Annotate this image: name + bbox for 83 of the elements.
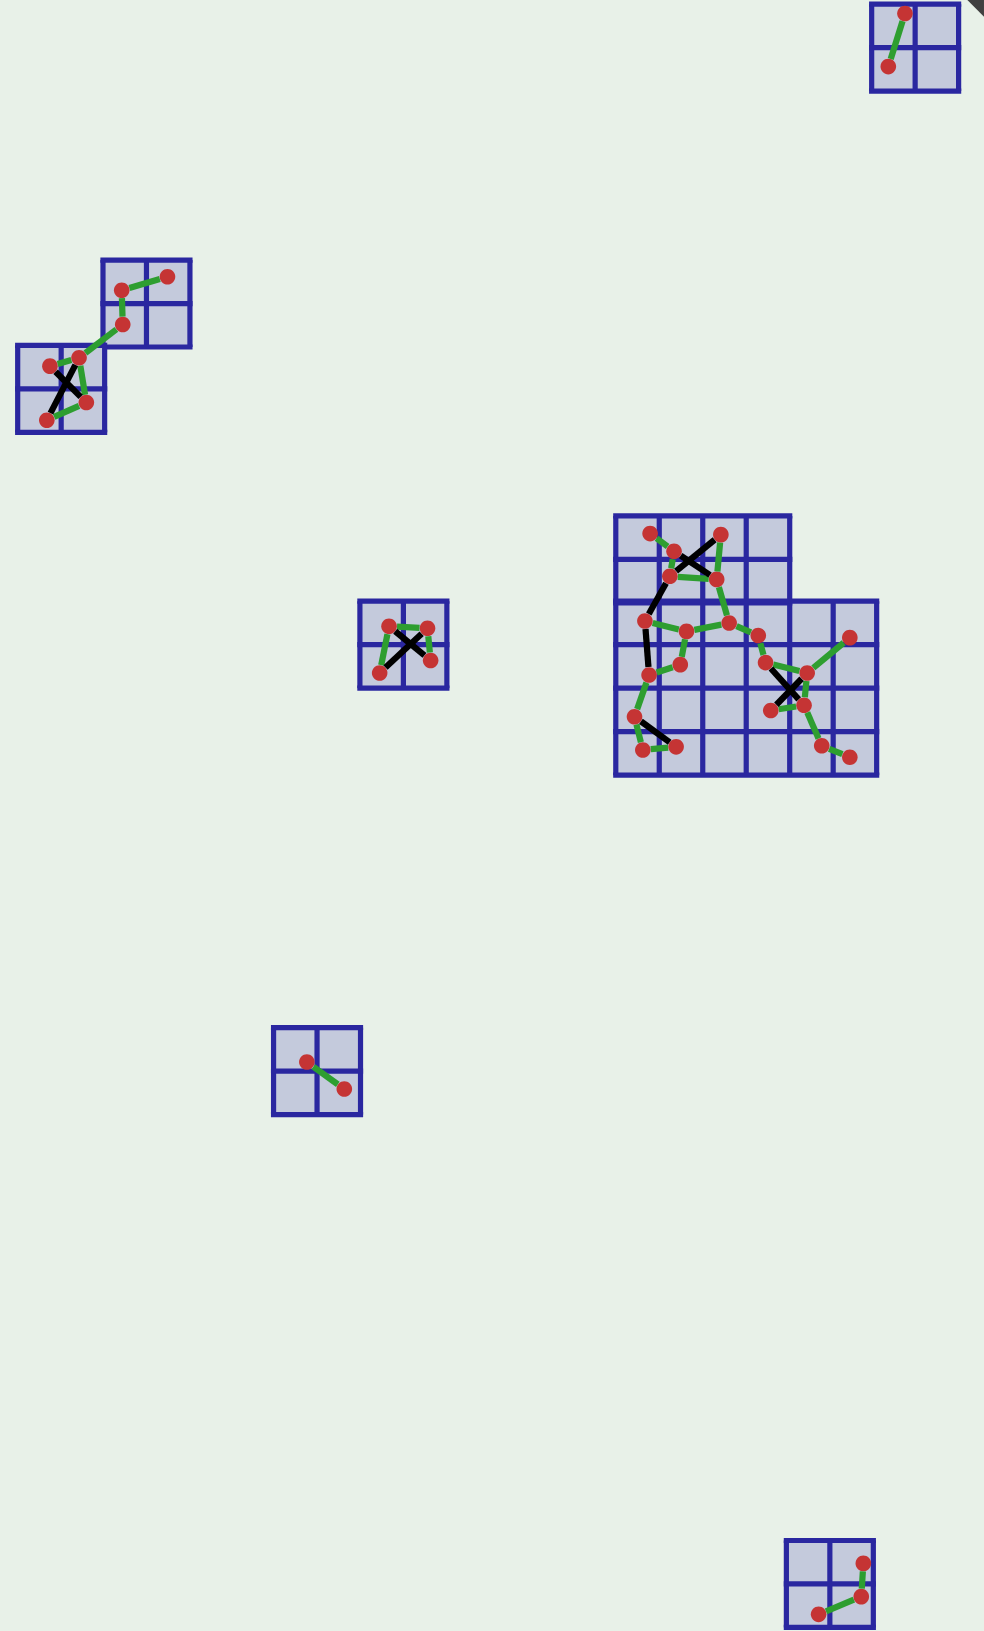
connector-line	[650, 744, 669, 753]
dot	[757, 654, 774, 671]
connector-line	[677, 573, 709, 582]
dot	[635, 742, 651, 758]
connector-line	[668, 558, 676, 569]
connector-line	[804, 711, 822, 740]
connector-line	[83, 326, 119, 356]
dot	[159, 268, 176, 285]
dot	[853, 1588, 870, 1605]
connector-line	[311, 1064, 340, 1087]
connector-line	[811, 640, 846, 671]
connector-line	[646, 581, 669, 616]
connector-line	[393, 628, 427, 658]
connector-line	[693, 621, 722, 633]
connector-line	[714, 542, 724, 572]
connector-line	[383, 631, 424, 670]
connector-line	[396, 623, 420, 631]
dot	[750, 627, 767, 644]
connector-line	[77, 365, 89, 396]
dot	[39, 412, 55, 429]
connector-line	[774, 676, 804, 707]
dot	[299, 1054, 315, 1070]
dot	[668, 739, 684, 755]
dot	[810, 1606, 827, 1623]
dot	[336, 1081, 353, 1097]
dot	[796, 697, 812, 714]
connector-line	[53, 369, 83, 400]
connector-line	[887, 20, 906, 60]
dot	[897, 5, 913, 22]
connector-line	[654, 535, 670, 550]
dot	[422, 652, 439, 669]
dot	[672, 656, 689, 673]
connector-line	[639, 718, 672, 745]
connector-line	[634, 681, 650, 711]
dot	[71, 350, 87, 366]
connector-line	[735, 623, 753, 636]
connector-line	[715, 586, 730, 617]
dot	[666, 543, 682, 560]
dot	[678, 623, 695, 640]
dot	[842, 749, 858, 766]
connector-line	[633, 723, 644, 743]
dot	[626, 708, 643, 725]
dot	[662, 568, 678, 585]
dot	[855, 1555, 872, 1572]
dot	[371, 665, 388, 681]
dot	[42, 358, 58, 374]
connector-line	[655, 664, 674, 676]
connector-line	[827, 745, 844, 758]
dot	[762, 702, 779, 719]
connector-line	[778, 703, 797, 713]
connector-line	[47, 363, 79, 415]
dot	[721, 615, 737, 631]
dot	[642, 525, 658, 542]
connector-line	[642, 628, 652, 668]
connector-line	[651, 619, 680, 633]
connector-line	[768, 666, 801, 702]
connector-line	[674, 537, 717, 574]
connector-line	[678, 638, 689, 658]
connector-line	[425, 635, 433, 653]
connector-line	[772, 661, 801, 675]
dot	[78, 394, 95, 411]
dot	[708, 571, 725, 588]
dot	[113, 282, 130, 298]
connector-line	[128, 275, 161, 291]
dot	[799, 665, 815, 681]
connector-line	[824, 1596, 856, 1615]
connector-line	[52, 402, 81, 420]
connector-line	[118, 298, 126, 317]
connector-line	[679, 553, 712, 578]
dot	[842, 629, 858, 646]
dot	[114, 316, 131, 333]
dot	[419, 620, 436, 637]
dot	[880, 58, 897, 75]
dot	[713, 526, 729, 543]
connector-line	[56, 357, 73, 367]
dot	[637, 613, 653, 629]
connector-line	[378, 633, 391, 666]
dot	[813, 738, 830, 754]
connector-line	[801, 680, 810, 698]
connector-line	[858, 1571, 866, 1589]
dot	[641, 667, 657, 683]
connector-line	[757, 642, 767, 656]
dot	[381, 618, 397, 634]
